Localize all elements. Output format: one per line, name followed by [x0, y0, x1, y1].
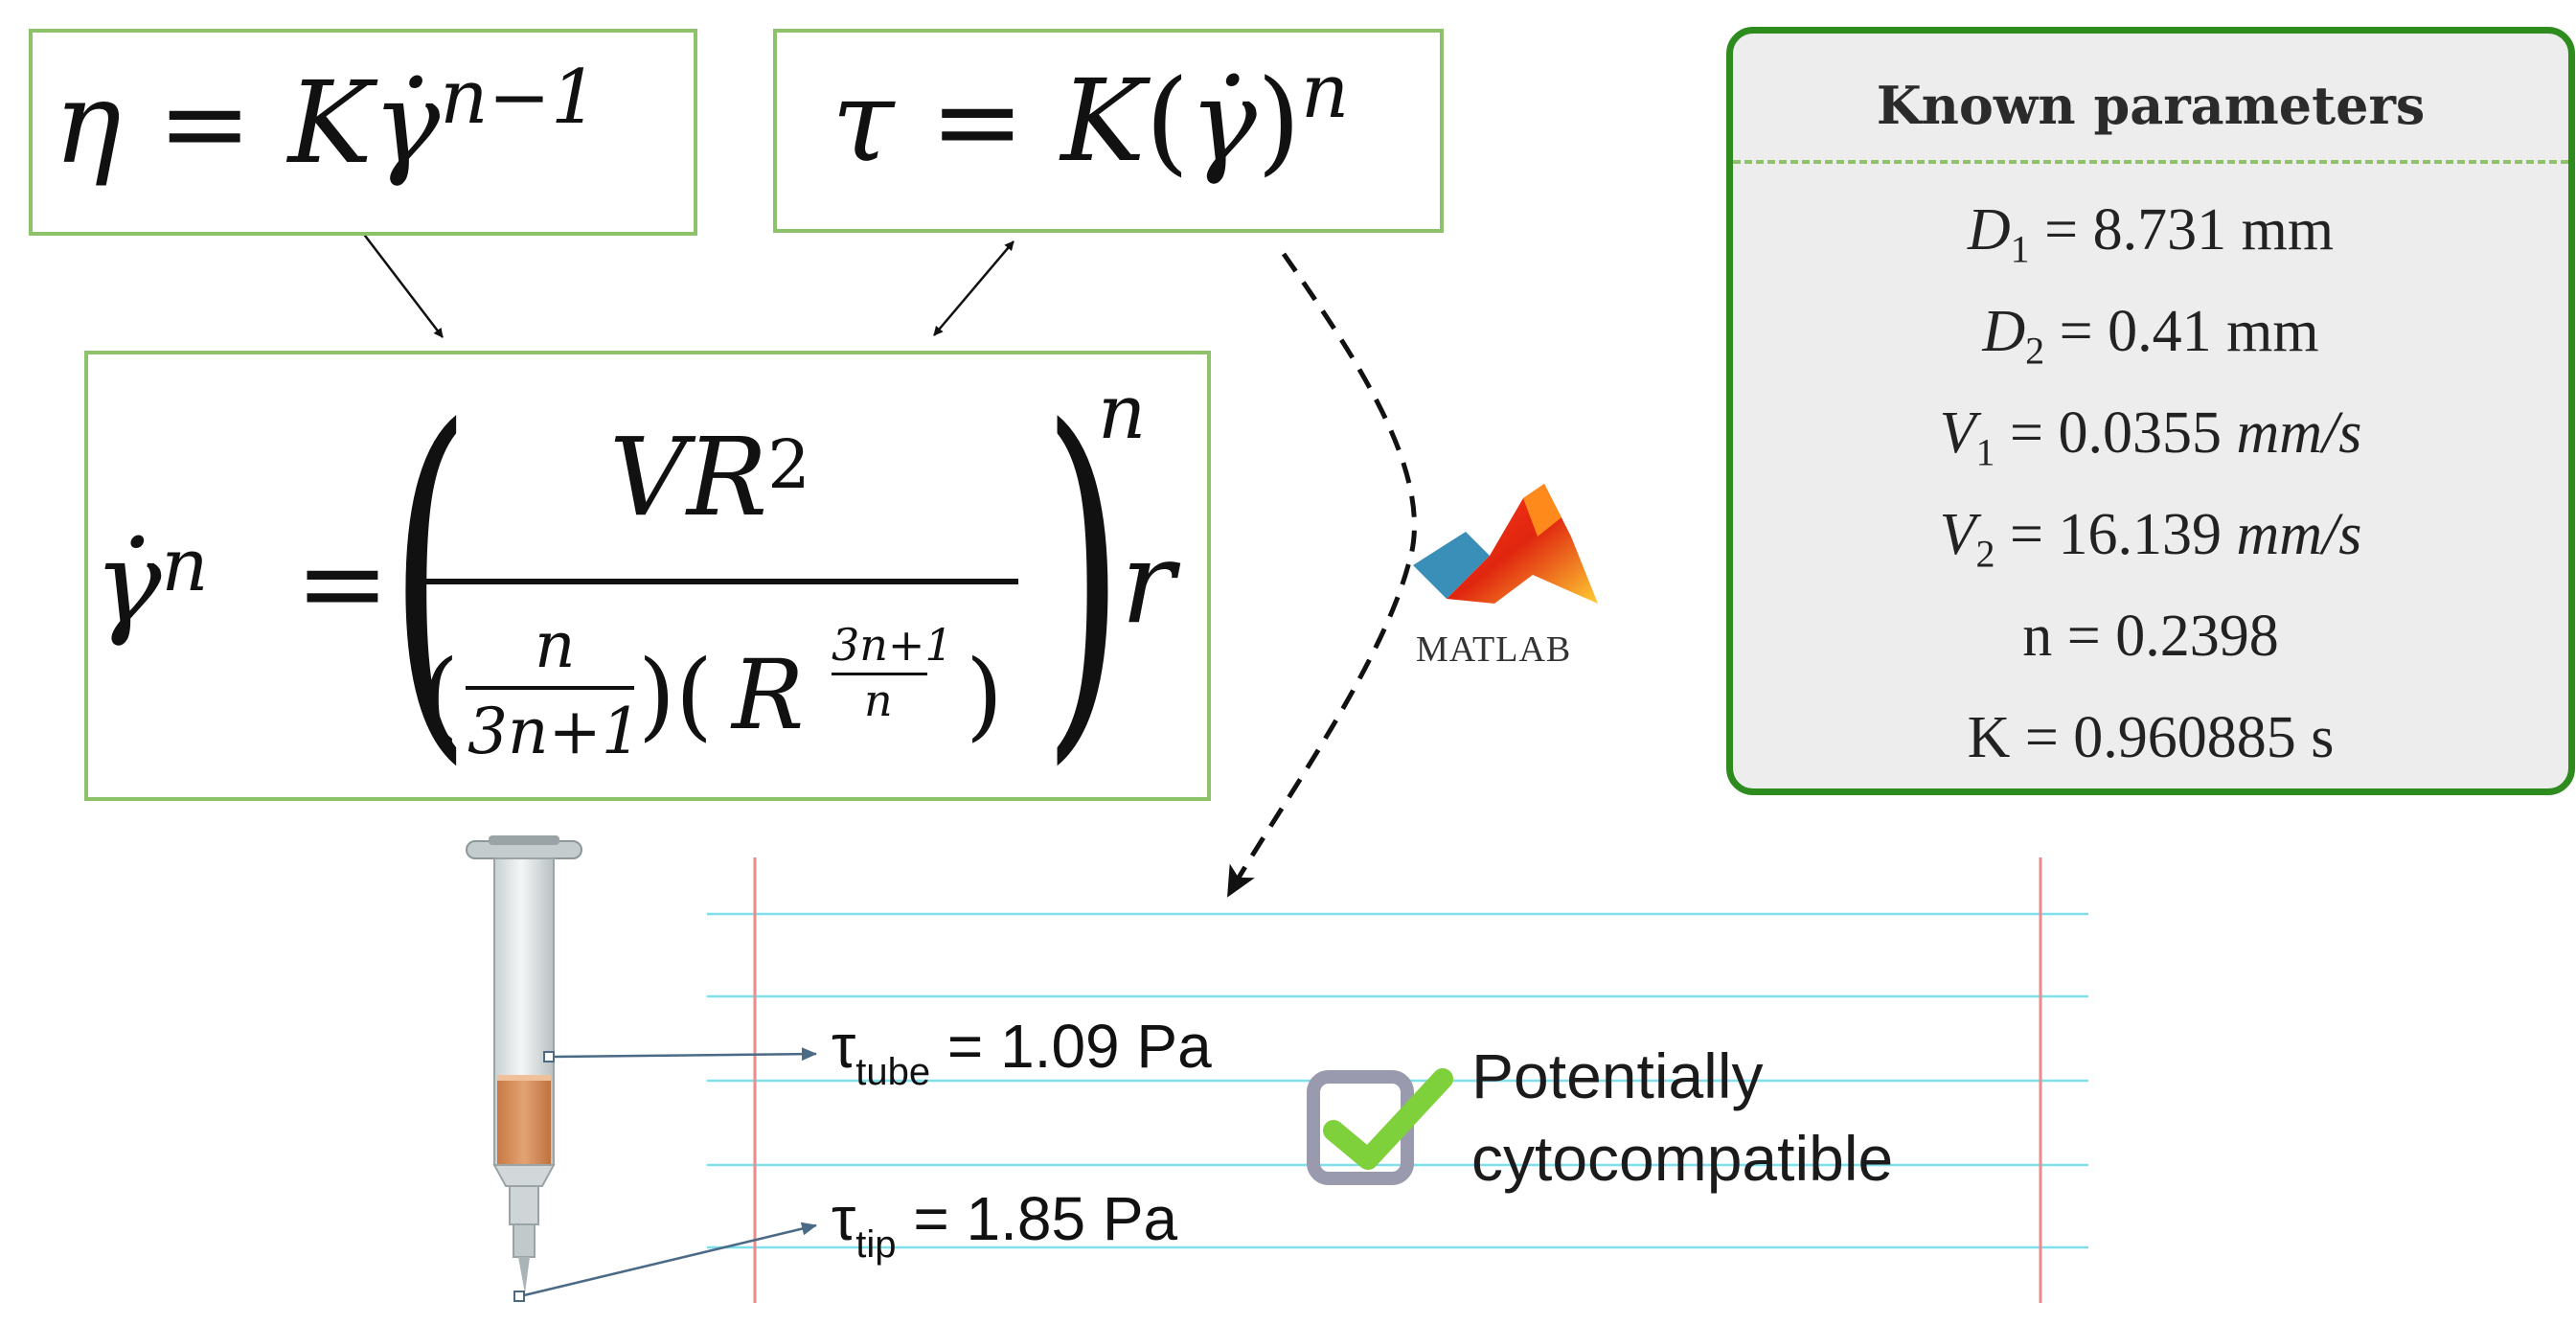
tau-symbol: τ [832, 55, 895, 187]
close-paren: ) [1256, 55, 1301, 187]
param-row-v2: V2 = 16.139 mm/s [1939, 502, 2362, 576]
param-row-d2: D2 = 0.41 mm [1982, 299, 2319, 373]
stress-equation: τ = K(γ̇)n [832, 49, 1349, 188]
denominator-open-paren: ( [422, 639, 460, 751]
syringe-icon [466, 835, 582, 1293]
tip-marker [513, 1291, 525, 1302]
eta-symbol: η [54, 57, 122, 189]
arrow-stress-shear-bidirectional [933, 240, 1014, 336]
denominator-small-fraction-num: n [535, 608, 576, 682]
fraction-bar [415, 579, 1018, 584]
tube-leader-arrow [553, 1047, 817, 1062]
outer-exponent: n [1098, 370, 1147, 456]
equals-sign: = [929, 55, 1025, 187]
denominator-small-fraction-den: 3n+1 [467, 695, 642, 768]
arrow-viscosity-to-shear [361, 231, 444, 338]
dashed-arrow-matlab-to-results [1225, 252, 1417, 898]
matlab-label: MATLAB [1416, 629, 1571, 670]
shear-rate-symbol: γ̇ [372, 57, 441, 189]
known-parameters-title: Known parameters [1876, 75, 2426, 136]
stress-equation-box [773, 29, 1444, 233]
viscosity-exponent: n−1 [440, 55, 599, 141]
numerator: VR2 [609, 416, 810, 540]
shear-rate-symbol: γ̇ [1189, 55, 1257, 187]
denominator-r-symbol: R [732, 639, 805, 751]
conclusion-line-1: Potentially [1471, 1040, 1764, 1111]
numerator-exponent: 2 [767, 425, 810, 504]
param-row-n: n = 0.2398 [2022, 604, 2279, 669]
k-symbol: K [1060, 55, 1146, 187]
denominator-exp-bar [832, 673, 927, 675]
known-parameters-panel: Known parameters D1 = 8.731 mm D2 = 0.41… [1726, 27, 2575, 795]
big-open-paren: ( [389, 352, 471, 797]
denominator-mid-parens: )( [638, 639, 714, 751]
param-row-v1: V1 = 0.0355 mm/s [1939, 400, 2362, 474]
shear-rate-symbol: γ̇ [94, 516, 162, 649]
denominator-exp-den: n [864, 674, 893, 726]
open-paren: ( [1145, 55, 1190, 187]
param-row-k: K = 0.960885 s [1967, 705, 2335, 770]
shear-lhs-exponent: n [161, 522, 209, 607]
denominator-small-fraction-bar [466, 686, 634, 690]
viscosity-equation: η = Kγ̇n−1 [54, 55, 599, 190]
shear-rate-equation-box [84, 351, 1211, 801]
tau-tip-result: τtip = 1.85 Pa [832, 1184, 1178, 1266]
tau-tube-result: τtube = 1.09 Pa [832, 1012, 1212, 1093]
stress-exponent: n [1300, 49, 1350, 135]
equals-sign: = [157, 57, 253, 189]
conclusion-text: Potentially cytocompatible [1471, 1035, 1893, 1199]
known-parameters-divider [1733, 160, 2568, 164]
denominator-close-paren: ) [966, 639, 1004, 751]
equals-sign: = [295, 516, 390, 649]
tube-marker [543, 1051, 555, 1062]
shear-rate-equation: γ̇n = ( ) VR2 ( n 3n+1 )( R 3n+1 n ) n r [84, 351, 1211, 801]
checkbox-check-icon [1307, 1068, 1453, 1185]
viscosity-equation-box [29, 29, 697, 236]
tip-leader-arrow [523, 1222, 817, 1297]
denominator-exp-num: 3n+1 [832, 619, 953, 671]
trailing-r: r [1121, 516, 1175, 649]
big-close-paren: ) [1042, 352, 1125, 797]
conclusion-line-2: cytocompatible [1471, 1123, 1894, 1194]
matlab-logo-icon [1413, 484, 1598, 604]
k-symbol: K [287, 57, 373, 189]
param-row-d1: D1 = 8.731 mm [1967, 197, 2335, 271]
